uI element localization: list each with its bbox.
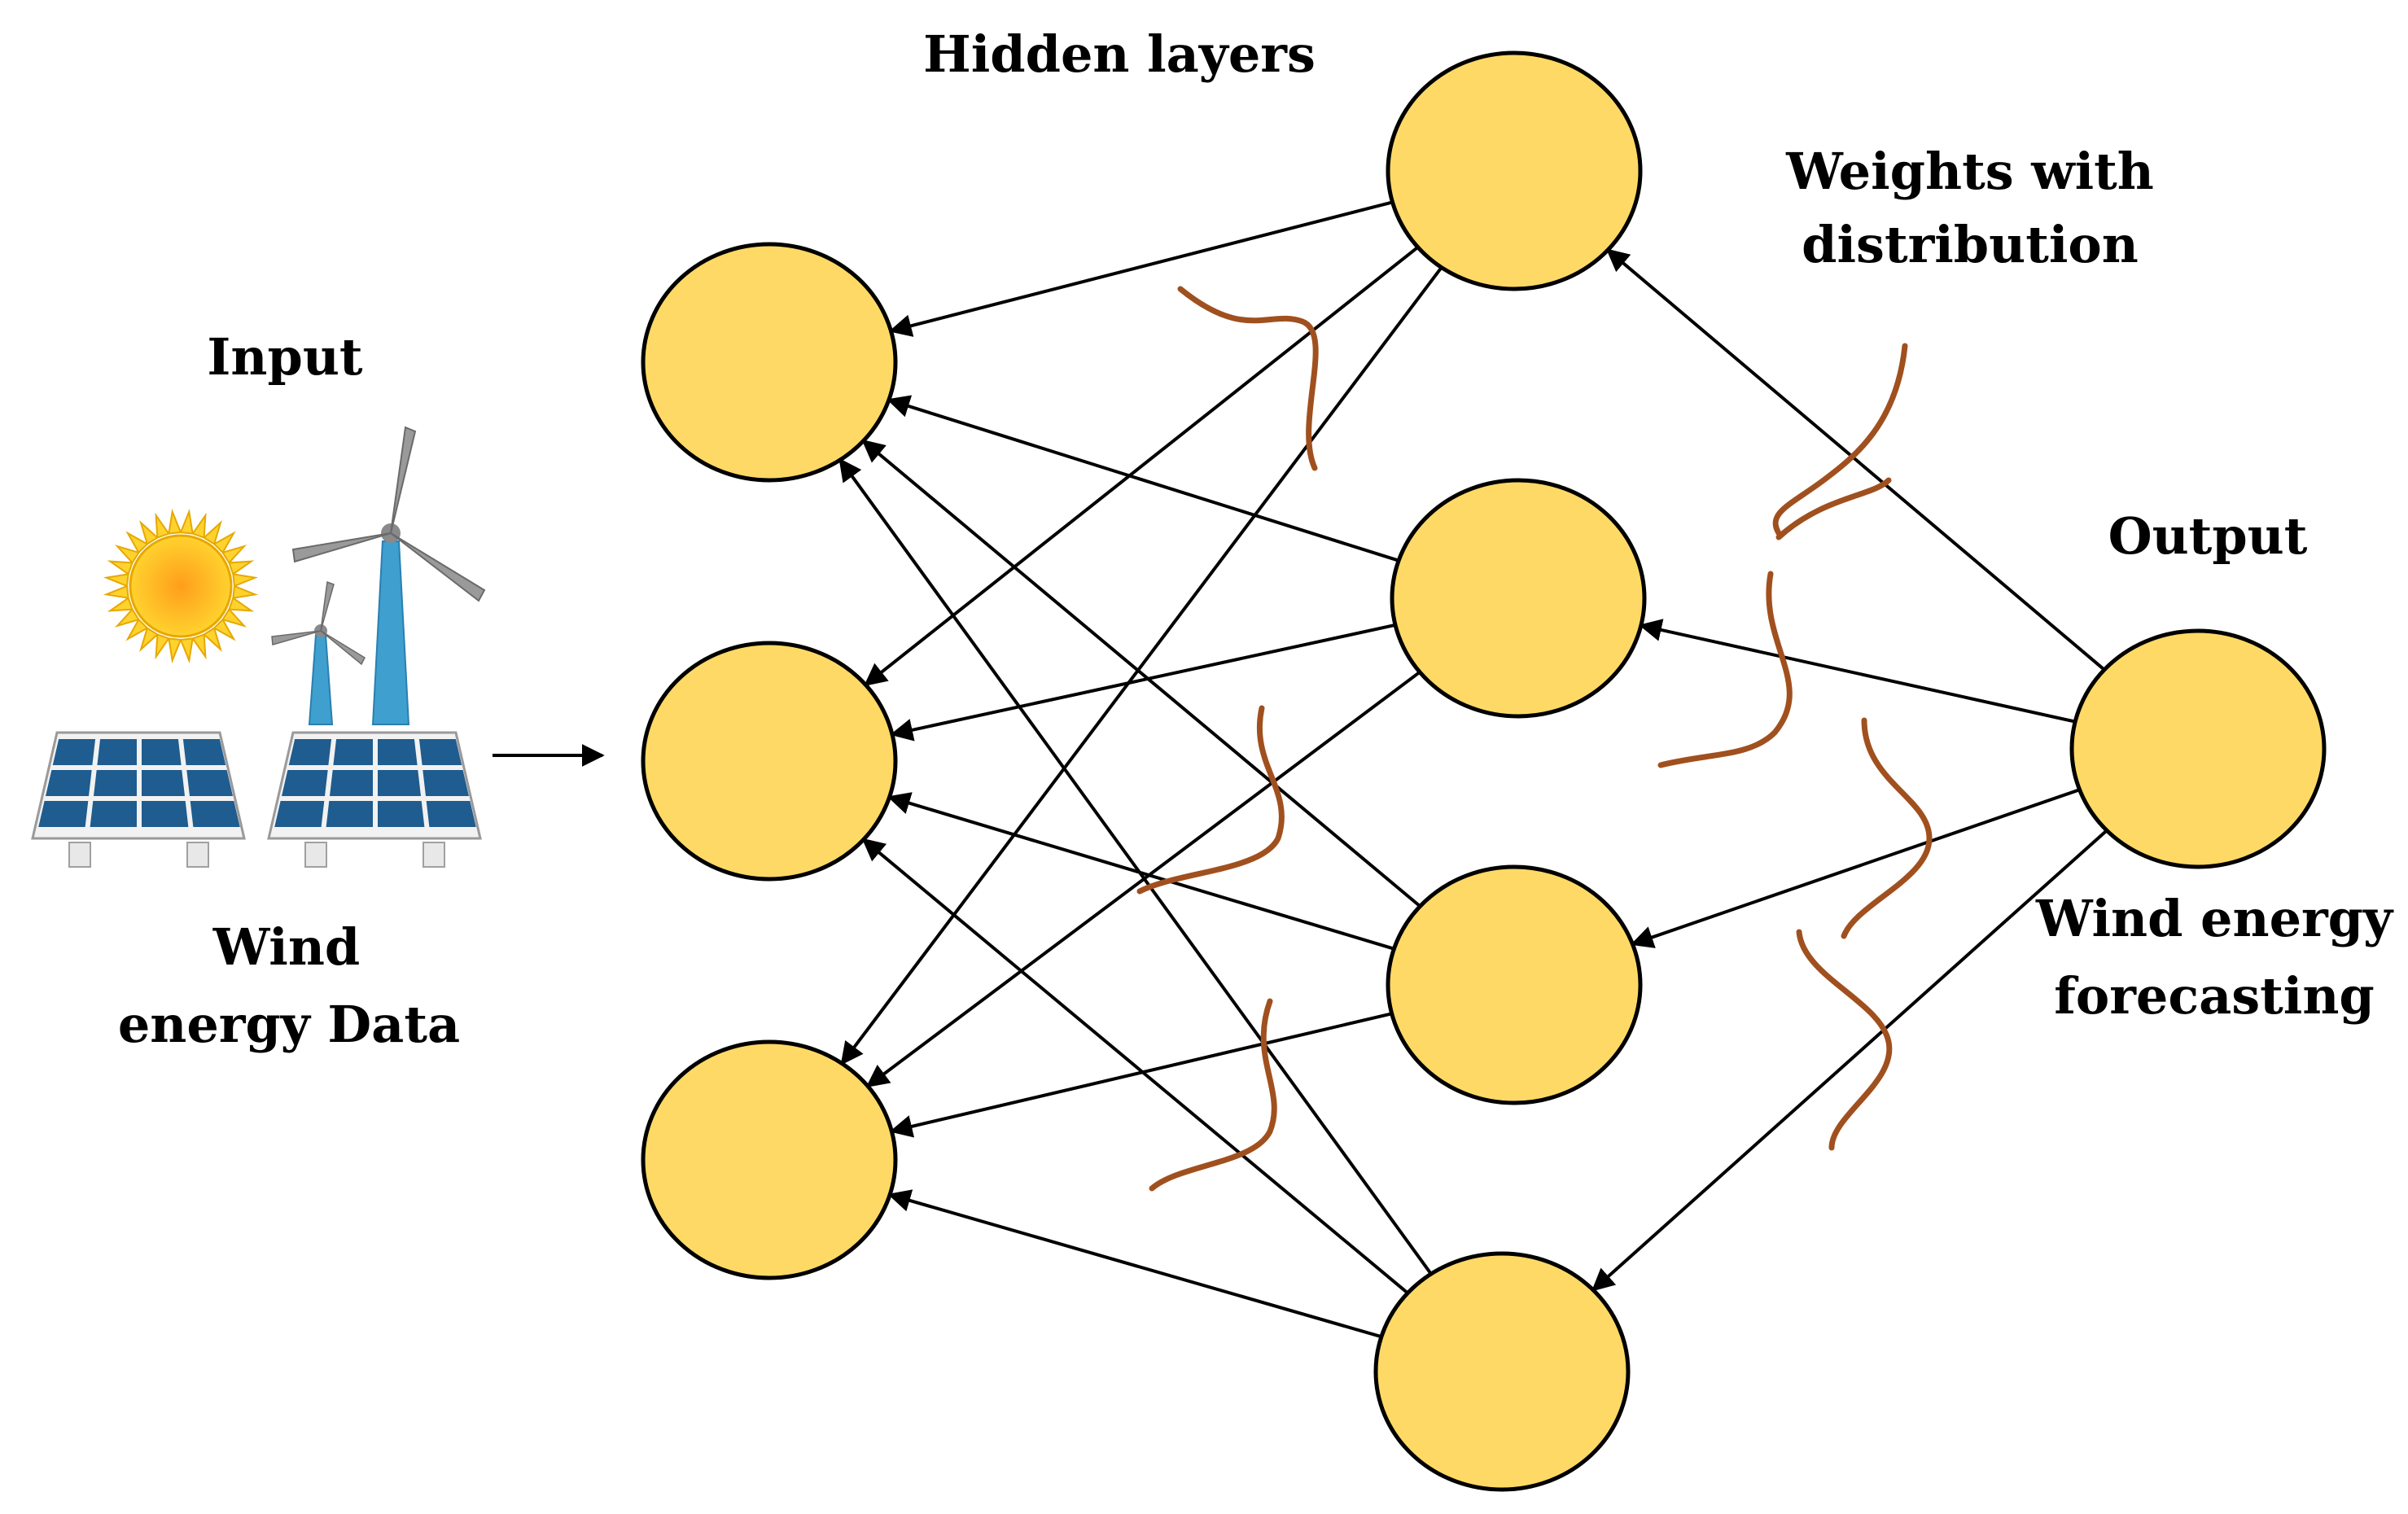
hidden-layer2-node-1 [1386,50,1643,291]
hidden-layer2-node-2 [1390,478,1647,719]
hidden-layer1-node-2 [641,641,898,882]
edge-h2-2-to-h1-1 [887,395,1399,562]
hidden-layer2-node-3 [1386,864,1643,1105]
weight-distribution-curves [1136,286,1933,1192]
input-label: Input [207,327,363,387]
weight-curve-3 [1775,477,1892,540]
hidden-layer1-node-1 [641,242,898,483]
weight-curve-8 [1149,998,1277,1192]
weight-curve-7 [1796,929,1893,1151]
edge-output-to-h2-2 [1639,619,2076,724]
weight-curve-1 [1177,286,1319,471]
weight-curve-4 [1657,571,1793,768]
input-desc-line2: energy Data [118,995,460,1054]
input-desc-line1: Wind [212,917,361,977]
output-desc-line1: Wind energy [2035,889,2394,948]
edge-h2-4-to-h1-1 [838,457,1433,1276]
edge-output-to-h2-4 [1591,829,2108,1292]
edge-h2-1-to-h1-1 [888,200,1394,337]
network-nodes [641,50,2327,1492]
hidden-layer1-node-3 [641,1039,898,1280]
edge-h2-1-to-h1-3 [840,266,1443,1065]
hidden-layers-label: Hidden layers [923,24,1316,84]
connection-edges [838,200,2108,1339]
output-desc-line2: forecasting [2054,966,2375,1026]
output-node [2069,628,2327,869]
edge-output-to-h2-1 [1605,248,2106,672]
output-label: Output [2108,506,2308,566]
solar-panel-right [267,731,482,868]
wind-turbine-icon [271,426,486,725]
weight-curve-5 [1136,705,1285,895]
weights-label-line2: distribution [1802,215,2139,274]
edge-h2-4-to-h1-2 [861,838,1409,1295]
sun-icon [103,508,259,664]
hidden-layer2-node-4 [1373,1251,1631,1492]
weights-label-line1: Weights with [1785,142,2154,201]
weight-curve-6 [1841,717,1933,939]
solar-panel-icon [31,731,482,868]
edge-output-to-h2-3 [1630,788,2081,948]
edge-h2-1-to-h1-2 [864,246,1419,687]
solar-panel-left [31,731,246,868]
edge-h2-4-to-h1-3 [887,1189,1382,1339]
edge-h2-3-to-h1-1 [861,439,1421,908]
weight-curve-2 [1772,343,1908,536]
edge-h2-2-to-h1-2 [890,623,1396,742]
